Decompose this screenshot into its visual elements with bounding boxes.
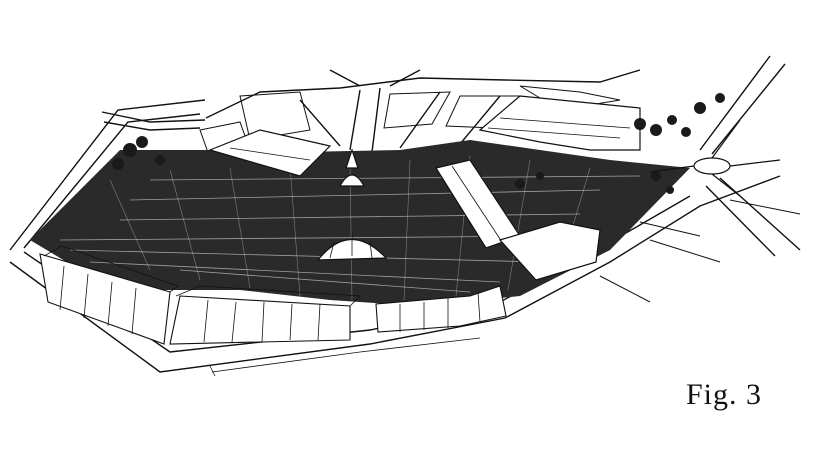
central-dome — [316, 148, 388, 261]
foreground-pavilions — [39, 245, 507, 345]
roundabout — [649, 119, 781, 197]
figure-caption: Fig. 3 — [686, 378, 763, 411]
foliage — [112, 93, 725, 194]
exhibition-halls — [208, 95, 641, 281]
